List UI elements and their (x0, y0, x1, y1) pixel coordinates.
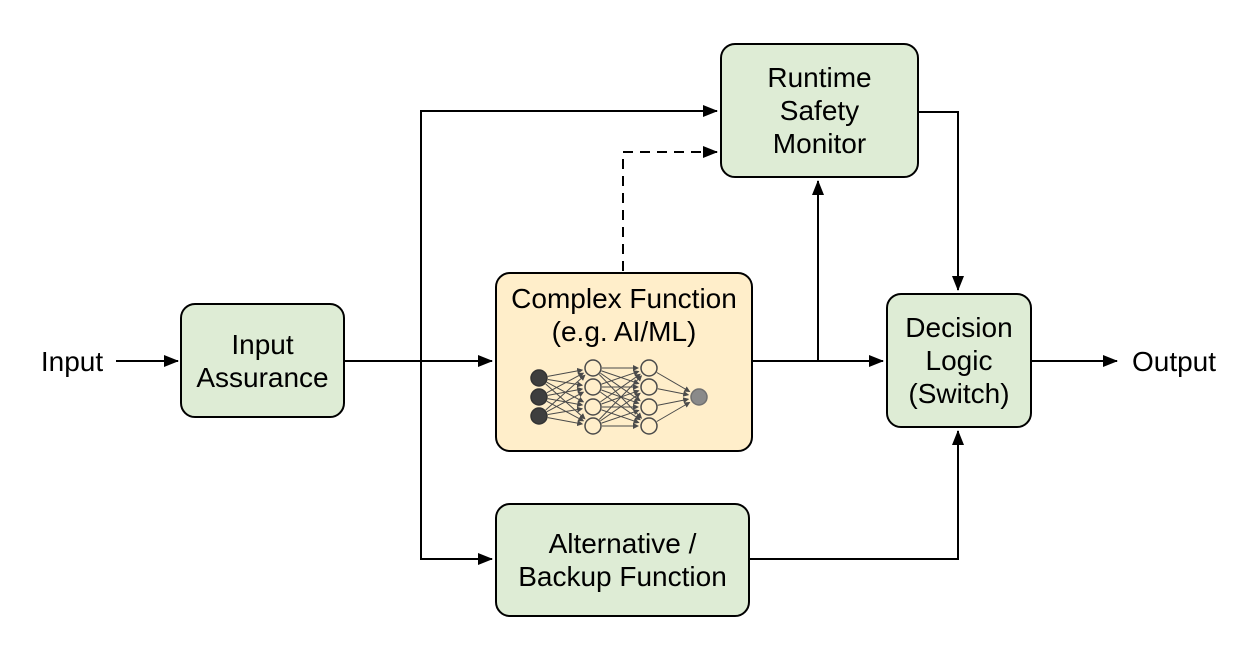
node-decision-logic: Decision Logic (Switch) (886, 293, 1032, 428)
edge-complex-function-to-runtime-safety-monitor-dashed (622, 146, 718, 271)
neural-network-icon (530, 359, 708, 435)
edge-runtime-safety-monitor-to-decision-logic (919, 111, 964, 291)
edge-alternative-backup-to-decision-logic (750, 430, 964, 560)
node-input-assurance: Input Assurance (180, 303, 345, 418)
node-alternative-backup-function-label: Alternative / Backup Function (518, 528, 727, 592)
node-runtime-safety-monitor-label: Runtime Safety Monitor (767, 62, 872, 159)
edge-input-assurance-to-runtime-safety-monitor (420, 105, 718, 361)
output-label: Output (1131, 346, 1217, 377)
node-alternative-backup-function: Alternative / Backup Function (495, 503, 750, 617)
node-input-assurance-label: Input Assurance (196, 328, 329, 393)
node-complex-function-label: Complex Function (e.g. AI/ML) (511, 283, 737, 347)
node-complex-function: Complex Function (e.g. AI/ML) (495, 272, 753, 452)
edge-input-assurance-to-alternative-backup (420, 361, 493, 565)
node-runtime-safety-monitor: Runtime Safety Monitor (720, 43, 919, 178)
input-label: Input (40, 346, 104, 377)
node-decision-logic-label: Decision Logic (Switch) (905, 312, 1013, 409)
